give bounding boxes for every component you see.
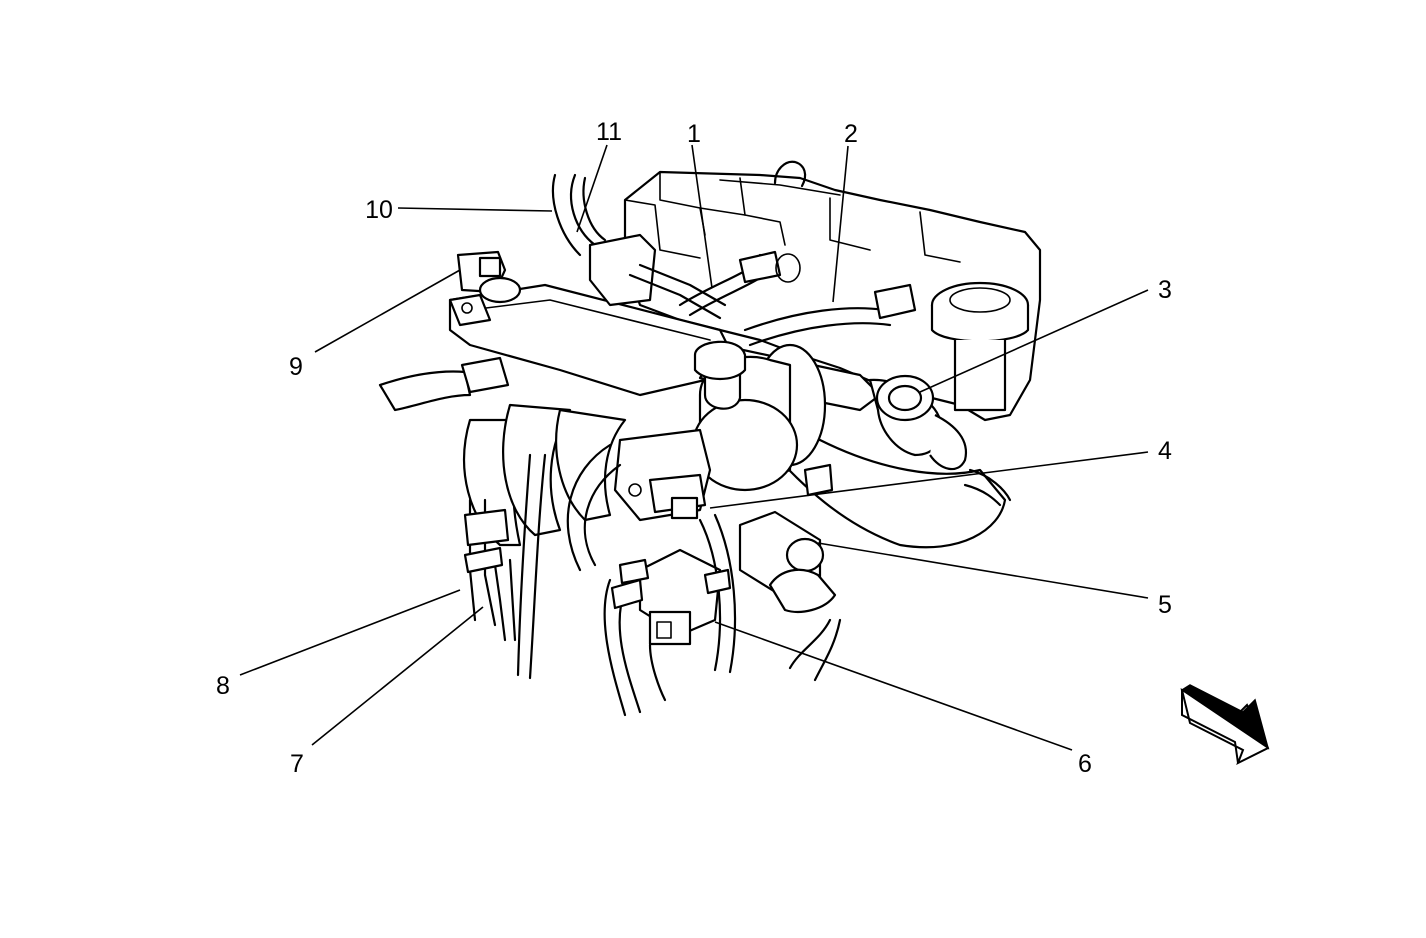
- callout-6: 6: [1078, 750, 1092, 778]
- callout-7: 7: [290, 750, 304, 778]
- callout-10: 10: [365, 196, 393, 224]
- fuel-pressure-regulator: [875, 374, 968, 471]
- callout-4: 4: [1158, 437, 1172, 465]
- callout-9: 9: [289, 353, 303, 381]
- leader-5: [817, 542, 1149, 599]
- leader-2: [832, 145, 849, 303]
- map-sensor: [448, 250, 522, 327]
- callout-11: 11: [596, 118, 622, 146]
- sensor-bracket: [613, 428, 712, 522]
- callout-1: 1: [687, 120, 701, 148]
- canister-purge-solenoid: [738, 510, 837, 613]
- vacuum-hoses: [378, 173, 1012, 717]
- leader-4: [709, 451, 1149, 509]
- callout-2: 2: [844, 120, 858, 148]
- leader-8: [239, 589, 461, 676]
- callout-8: 8: [216, 672, 230, 700]
- leader-11: [576, 144, 608, 233]
- leader-1: [691, 144, 713, 289]
- leader-6: [714, 621, 1073, 751]
- hose-clamps: [463, 463, 834, 610]
- callout-5: 5: [1158, 591, 1172, 619]
- callout-3: 3: [1158, 276, 1172, 304]
- leader-9: [314, 269, 461, 353]
- leader-10: [397, 207, 553, 212]
- throttle-body: [691, 340, 827, 492]
- leader-3: [919, 289, 1149, 393]
- leader-7: [311, 606, 484, 746]
- front-direction-arrow-icon: [1180, 684, 1270, 766]
- egr-vacuum-solenoid: [638, 548, 722, 646]
- callout-labels: 1 2 3 4 5 6 7 8 9 10 11: [216, 118, 1172, 778]
- leader-lines: [239, 144, 1149, 751]
- oil-filler-cap: [930, 281, 1030, 412]
